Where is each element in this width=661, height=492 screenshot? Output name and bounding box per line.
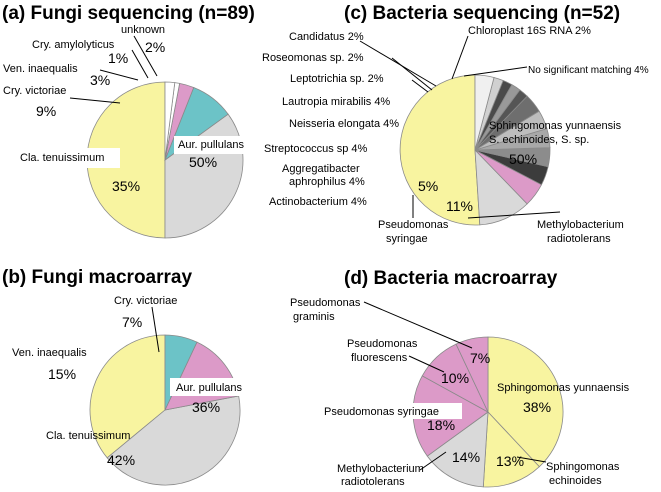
pie-slice-no-significant-matching [474, 74, 495, 151]
label-d-pg-pct: 7% [470, 350, 490, 366]
label-d-se-pct: 13% [496, 453, 524, 469]
label-d-se1: Sphingomonas [546, 461, 620, 473]
label-a-cla-bg [4, 148, 120, 168]
panel-c-title: (c) Bacteria sequencing (n=52) [344, 3, 620, 24]
leader-c-lept [411, 79, 429, 93]
label-a-unk-pct: 2% [145, 39, 165, 55]
pie-slice-unknown [164, 81, 176, 161]
label-d-mr1: Methylobacterium [337, 463, 424, 475]
label-b-cry: Cry. victoriae [114, 295, 177, 307]
label-c-ps2: syringae [386, 233, 428, 245]
label-d-se2: echinoides [549, 475, 602, 487]
leader-c-cand [359, 40, 437, 87]
label-d-pf1: Pseudomonas [347, 338, 418, 350]
leader-b-cry [151, 306, 160, 353]
leader-a-cryv [69, 97, 121, 104]
leader-d-pg [363, 301, 473, 349]
label-d-pg2: graminis [293, 311, 335, 323]
label-c-laut: Lautropia mirabilis 4% [282, 96, 390, 108]
label-d-ps: Pseudomonas syringae [324, 406, 439, 418]
pie-d [412, 336, 564, 488]
leader-d-pf [408, 355, 445, 373]
label-c-ps1: Pseudomonas [378, 219, 449, 231]
label-c-meth1: Methylobacterium [537, 219, 624, 231]
label-a-unk: unknown [121, 24, 165, 36]
leader-c-chloro [451, 35, 469, 80]
label-c-chloro: Chloroplast 16S RNA 2% [468, 25, 591, 37]
label-b-aur: Aur. pullulans [176, 382, 243, 394]
label-c-strep: Streptococcus sp 4% [264, 143, 368, 155]
label-a-cla: Cla. tenuissimum [20, 152, 104, 164]
leader-a-unk [133, 35, 158, 77]
label-d-ps-bg [320, 403, 462, 419]
panel-c: (c) Bacteria sequencing (n=52) Sphingomo… [262, 3, 649, 245]
label-d-ps-pct: 18% [427, 417, 455, 433]
label-d-pf2: fluorescens [351, 352, 408, 364]
panel-a-title: (a) Fungi sequencing (n=89) [2, 3, 255, 24]
label-a-ven: Ven. inaequalis [3, 63, 78, 75]
pie-slice-pseudomonas-graminis [455, 336, 489, 413]
label-c-meth-pct: 11% [446, 198, 473, 214]
label-c-ps-pct: 5% [418, 178, 438, 194]
label-b-aur-pct: 36% [192, 399, 220, 415]
pie-slice-sphingomonas-echinoides [482, 411, 540, 488]
label-a-crya: Cry. amylolyticus [32, 39, 115, 51]
pie-slice-methylobacterium-radiotolerans [426, 411, 489, 488]
label-d-pg1: Pseudomonas [290, 297, 361, 309]
label-a-cla-pct: 35% [112, 178, 140, 194]
label-b-cla: Cla. tenuissimum [46, 430, 130, 442]
pie-c [399, 74, 551, 226]
label-b-cla-pct: 42% [107, 452, 135, 468]
panel-b-title: (b) Fungi macroarray [2, 267, 192, 288]
label-b-cry-pct: 7% [122, 314, 142, 330]
leader-a-crya [131, 49, 149, 79]
leader-c-nomatch [463, 66, 528, 77]
label-a-cryv-pct: 9% [36, 103, 56, 119]
panel-a: (a) Fungi sequencing (n=89) Aur. pullula… [2, 3, 256, 239]
label-a-ven-pct: 3% [90, 72, 110, 88]
panel-b: (b) Fungi macroarray Aur. pullulans 36% … [2, 267, 254, 486]
leader-c-rose [391, 57, 433, 91]
pie-slice-sphingomonas-yunnaensis [487, 336, 564, 468]
leader-d-se [516, 456, 547, 463]
label-c-rose: Roseomonas sp. 2% [262, 52, 364, 64]
label-c-lept: Leptotrichia sp. 2% [290, 73, 384, 85]
pie-slice-aur-pullulans [89, 334, 166, 459]
leader-d-mr [419, 451, 447, 471]
label-a-crya-pct: 1% [108, 50, 128, 66]
label-a-aur: Aur. pullulans [178, 139, 245, 151]
label-d-sy: Sphingomonas yunnaensis [497, 382, 630, 394]
label-d-mr2: radiotolerans [341, 476, 405, 488]
label-c-aggr2: aphrophilus 4% [289, 176, 365, 188]
label-c-aggr1: Aggregatibacter [282, 163, 360, 175]
label-a-aur-pct: 50% [189, 154, 217, 170]
label-a-aur-bg [174, 136, 256, 154]
panel-d-title: (d) Bacteria macroarray [344, 268, 558, 289]
label-c-neis: Neisseria elongata 4% [289, 118, 399, 130]
pie-slice-cla-tenuissimum [106, 395, 241, 486]
pie-slice-sphingomonas-yunnaensis-s-echinoides-s-sp [399, 74, 481, 226]
label-b-aur-bg [170, 378, 254, 396]
label-c-nomatch: No significant matching 4% [528, 65, 649, 76]
label-c-sph1: Sphingomonas yunnaensis [489, 120, 622, 132]
label-d-pf-pct: 10% [441, 370, 469, 386]
label-c-meth2: radiotolerans [547, 233, 611, 245]
label-c-sph-pct: 50% [509, 151, 537, 167]
panel-d: (d) Bacteria macroarray Sphingomonas yun… [290, 268, 630, 488]
label-d-sy-pct: 38% [523, 399, 551, 415]
label-b-ven-pct: 15% [48, 366, 76, 382]
label-a-cryv: Cry. victoriae [3, 85, 66, 97]
label-b-ven: Ven. inaequalis [12, 347, 87, 359]
label-d-mr-pct: 14% [452, 449, 480, 465]
label-c-actino: Actinobacterium 4% [269, 196, 367, 208]
leader-a-ven [99, 69, 139, 81]
label-c-sph2: S. echinoides, S. sp. [489, 134, 589, 146]
label-c-cand: Candidatus 2% [289, 31, 364, 43]
leader-c-meth [467, 211, 561, 219]
